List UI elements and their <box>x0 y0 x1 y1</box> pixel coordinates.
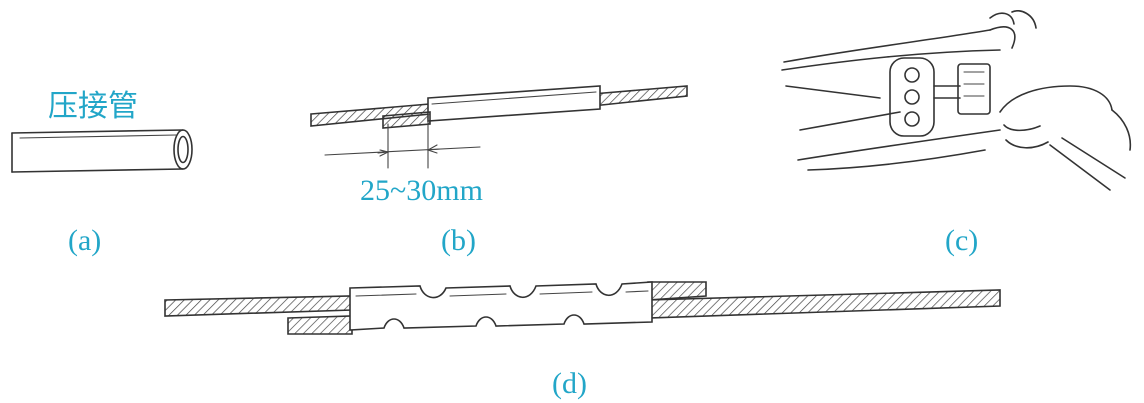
panel-b-label: (b) <box>441 224 476 257</box>
dimension-label: 25~30mm <box>360 174 483 207</box>
hand-top <box>989 10 1037 29</box>
panel-c-label: (c) <box>945 224 978 257</box>
panel-c: (c) <box>781 10 1132 257</box>
conductor-insert-left <box>382 111 431 129</box>
crimp-sleeve-tube <box>11 129 193 173</box>
conductor-insert-left <box>287 315 353 335</box>
panel-b: 25~30mm (b) <box>310 85 688 257</box>
panel-a-label: (a) <box>68 224 101 257</box>
crimped-sleeve <box>349 281 653 331</box>
conductor-insert-right <box>647 281 707 301</box>
panel-d: (d) <box>164 281 1001 400</box>
panel-a: 压接管 (a) <box>11 89 193 257</box>
dimension-lines <box>324 119 481 169</box>
hand <box>999 85 1132 191</box>
crimp-sleeve-label: 压接管 <box>48 89 138 124</box>
panel-d-label: (d) <box>552 367 587 400</box>
conductor-right <box>591 85 688 107</box>
crimping-pliers <box>781 26 1016 171</box>
sleeve-b <box>427 85 601 122</box>
conductor-upper <box>164 295 353 317</box>
